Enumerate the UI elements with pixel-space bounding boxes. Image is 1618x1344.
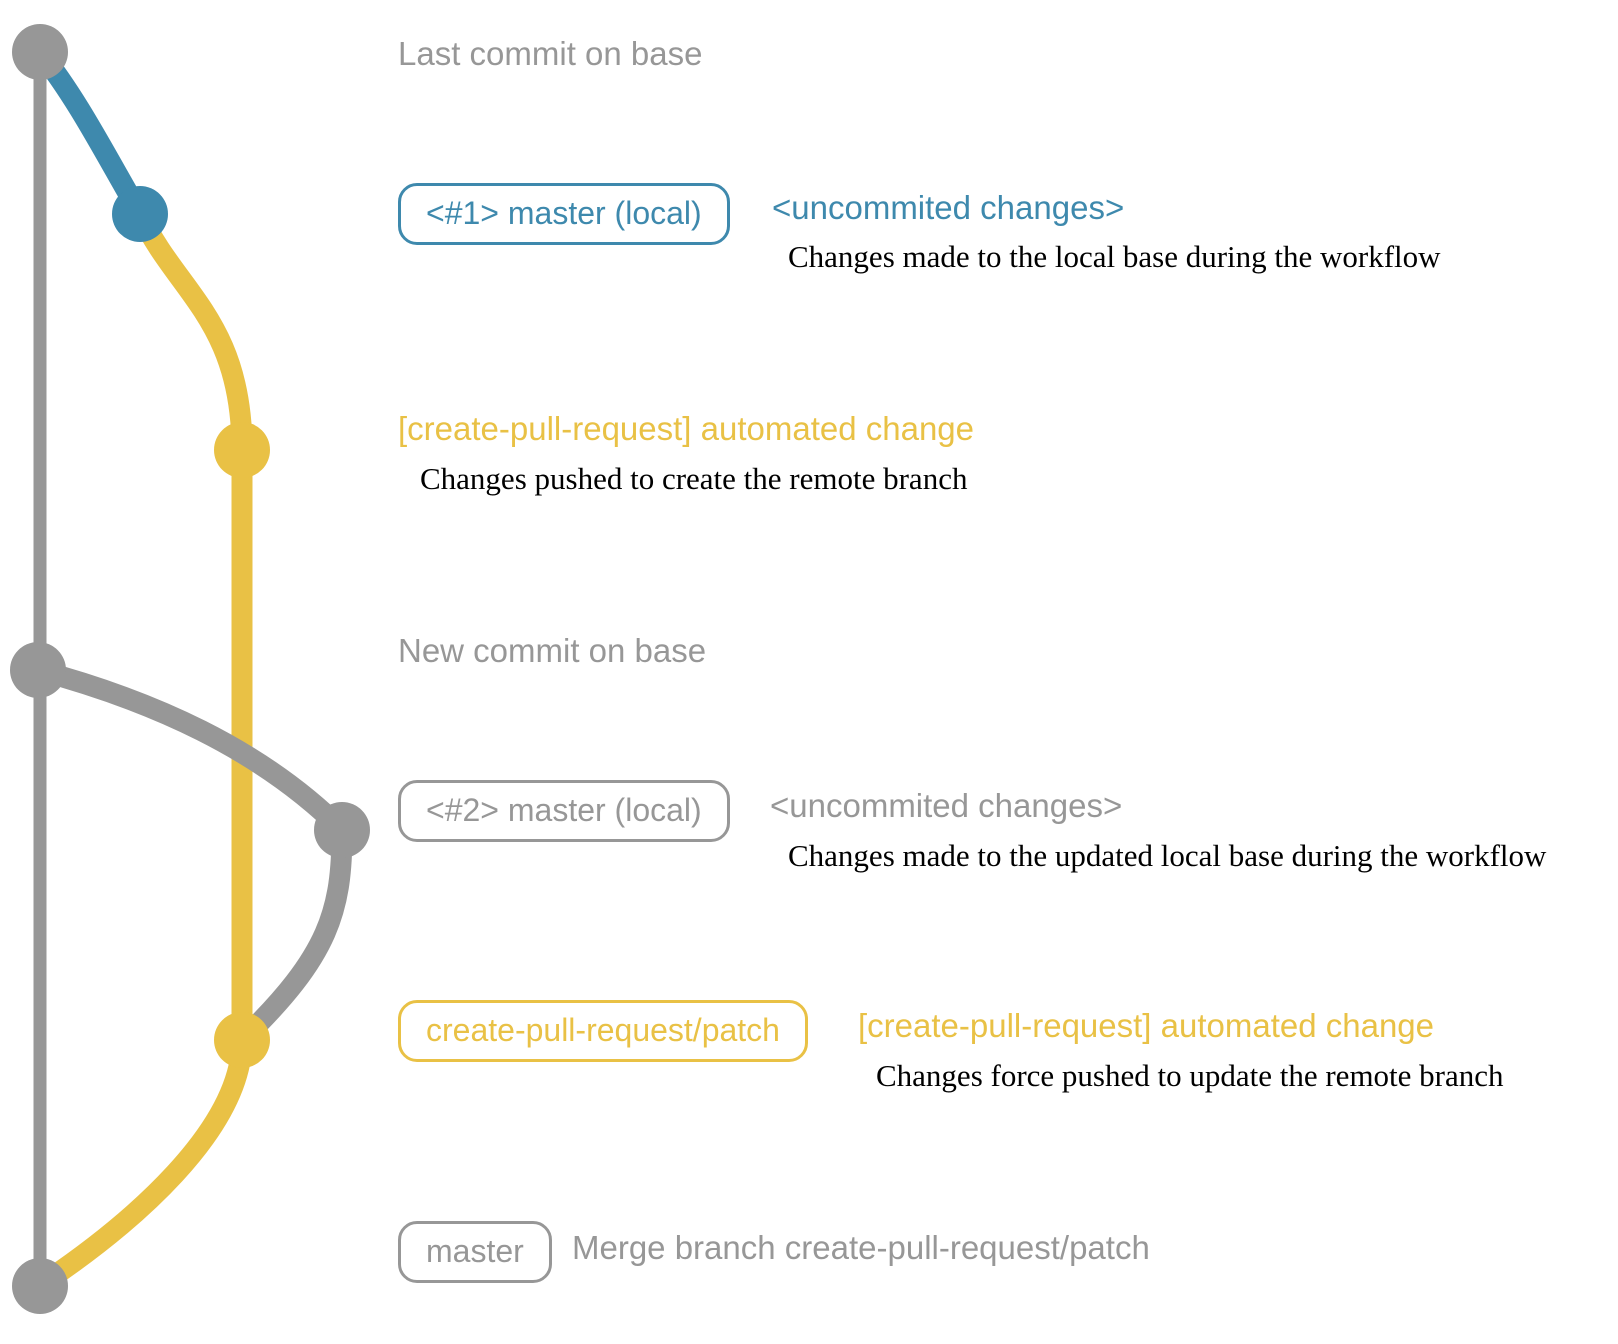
commit-note-remote-1: Changes pushed to create the remote bran… — [420, 461, 968, 496]
commit-message-last-base: Last commit on base — [398, 35, 703, 72]
commit-dot-merge — [12, 1258, 68, 1314]
commit-message-remote-1: [create-pull-request] automated change — [398, 410, 975, 447]
commit-dot-local-1 — [112, 186, 168, 242]
branch-tag-master-local-1: <#1> master (local) — [398, 183, 730, 245]
commit-message-local-2: <uncommited changes> — [770, 787, 1123, 824]
commit-message-merge: Merge branch create-pull-request/patch — [572, 1229, 1150, 1266]
commit-dot-last-base — [12, 24, 68, 80]
commit-dot-remote-1 — [214, 422, 270, 478]
branch-tag-create-pull-request-patch: create-pull-request/patch — [398, 1000, 808, 1062]
commit-note-local-1: Changes made to the local base during th… — [788, 239, 1441, 274]
commit-message-local-1: <uncommited changes> — [772, 189, 1125, 226]
branch-tag-master-local-2: <#2> master (local) — [398, 780, 730, 842]
local-branch-line-2 — [27, 659, 353, 1051]
commit-message-new-base: New commit on base — [398, 632, 707, 669]
local-branch-line-1 — [29, 41, 151, 225]
commit-note-remote-2: Changes force pushed to update the remot… — [876, 1058, 1504, 1093]
commit-dot-new-base — [10, 642, 66, 698]
commit-note-local-2: Changes made to the updated local base d… — [788, 838, 1547, 873]
commit-dot-local-2 — [314, 802, 370, 858]
branch-tag-master: master — [398, 1221, 552, 1283]
remote-branch-line — [31, 203, 253, 1295]
commit-dot-remote-2 — [214, 1012, 270, 1068]
commit-message-remote-2: [create-pull-request] automated change — [858, 1007, 1435, 1044]
